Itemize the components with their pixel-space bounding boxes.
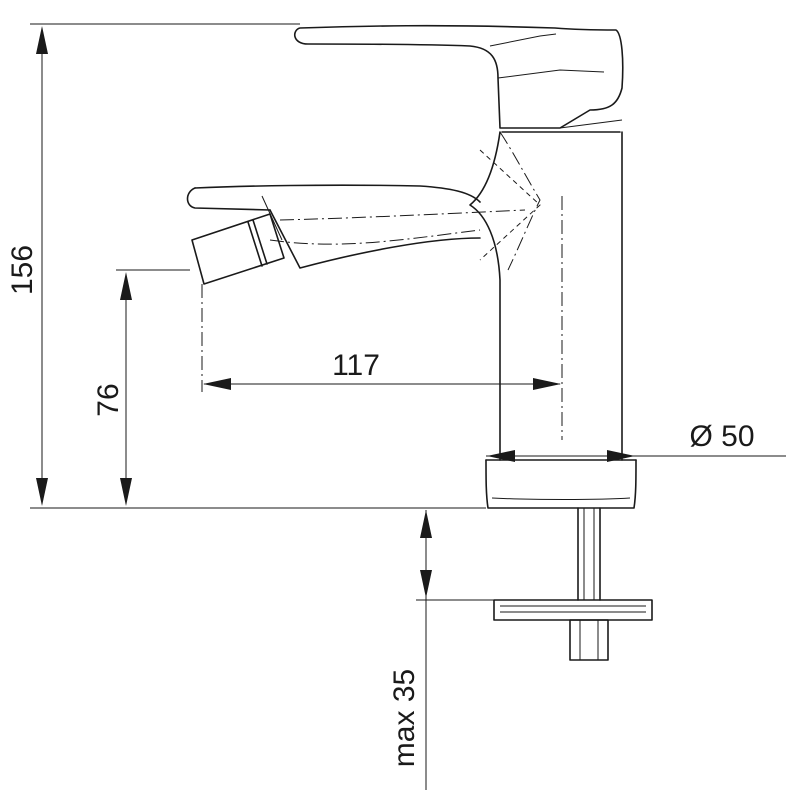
mounting-kit [493,507,653,661]
base-diameter-label: Ø 50 [689,420,754,453]
projection-label: 117 [332,349,380,382]
hidden-lines [269,131,563,440]
diverter-lever [186,184,481,269]
dimension-projection: 117 [201,284,561,392]
dimension-total-height: 156 [6,23,486,509]
lever-handle [293,24,624,129]
dimension-max-thickness: max 35 [388,510,494,790]
spout-height-label: 76 [92,383,125,416]
dimension-base-diameter: Ø 50 [486,420,786,462]
total-height-label: 156 [6,245,39,295]
spray-head [191,213,285,285]
max-thickness-label: max 35 [388,669,421,767]
dimension-spout-height: 76 [92,269,190,506]
